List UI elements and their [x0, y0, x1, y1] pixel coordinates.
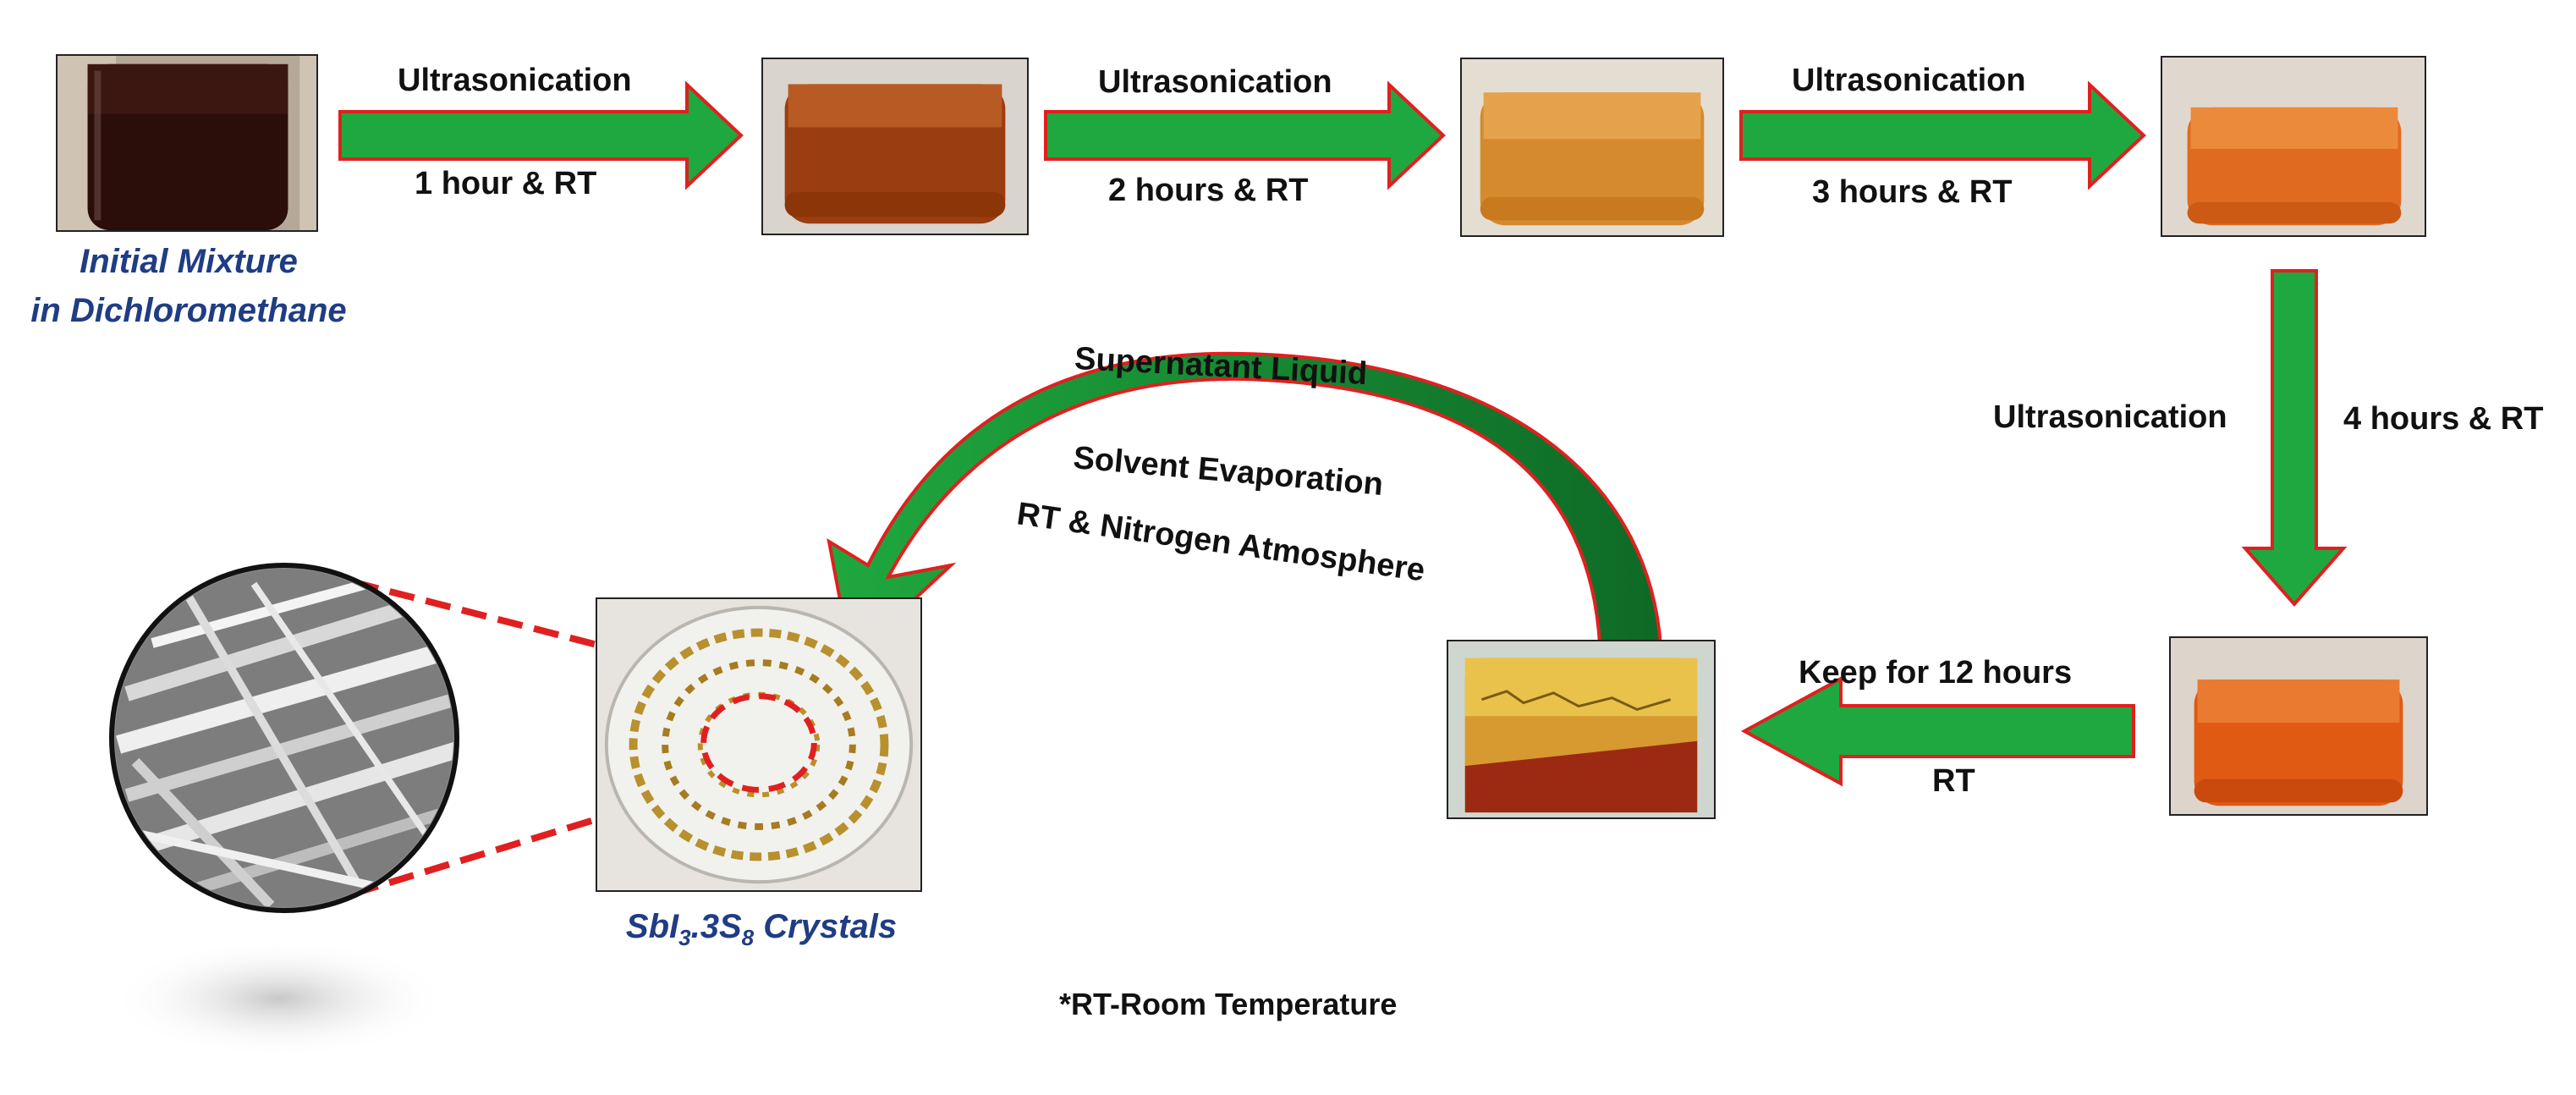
footnote: *RT-Room Temperature [1059, 987, 1398, 1021]
arrow-step-5 [1740, 675, 2135, 787]
step1-bottom-label: 1 hour & RT [415, 166, 597, 201]
caption-crystals: SbI3.3S8 Crystals [584, 902, 939, 955]
caption-crystals-sub2: 8 [741, 925, 755, 950]
step5-bottom-label: RT [1932, 763, 1975, 799]
caption-crystals-sub1: 3 [678, 925, 691, 950]
arrow-step-2 [1044, 80, 1446, 190]
caption-crystals-a: SbI [625, 908, 679, 945]
step1-top-label: Ultrasonication [398, 63, 632, 98]
photo-3-hours [2161, 56, 2426, 237]
caption-initial-line2: in Dichloromethane [30, 292, 347, 329]
step3-top-label: Ultrasonication [1792, 63, 2026, 98]
caption-initial-mixture: Initial Mixture in Dichloromethane [15, 237, 362, 335]
arrow-step-3 [1739, 80, 2146, 190]
photo-initial-mixture [56, 54, 318, 232]
photo-2-hours [1460, 58, 1724, 237]
photo-12-hours [1447, 640, 1716, 819]
step4-left-label: Ultrasonication [1993, 399, 2227, 435]
arrow-step-4 [2241, 269, 2348, 608]
sem-shadow [110, 939, 448, 1058]
step2-top-label: Ultrasonication [1098, 64, 1332, 100]
arrow-step-1 [338, 80, 744, 190]
step3-bottom-label: 3 hours & RT [1812, 174, 2013, 210]
photo-crystals [596, 597, 922, 892]
photo-4-hours [2169, 636, 2428, 816]
caption-crystals-c: Crystals [754, 908, 898, 945]
step4-right-label: 4 hours & RT [2343, 401, 2544, 437]
step5-top-label: Keep for 12 hours [1799, 655, 2073, 691]
caption-initial-line1: Initial Mixture [80, 243, 298, 280]
curved-arrow [827, 351, 1664, 672]
caption-crystals-b: .3S [690, 908, 742, 945]
photo-1-hour [761, 58, 1029, 235]
step2-bottom-label: 2 hours & RT [1108, 173, 1309, 208]
sem-image [109, 563, 459, 913]
